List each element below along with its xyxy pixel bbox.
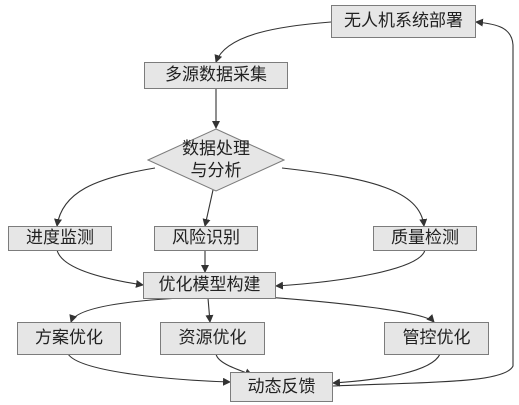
node-plan-label: 方案优化 [35, 328, 103, 348]
node-resource: 资源优化 [160, 322, 265, 355]
edge-model-to-plan [69, 297, 181, 323]
node-deploy-label: 无人机系统部署 [344, 11, 463, 31]
node-collect: 多源数据采集 [144, 62, 288, 89]
node-process: 数据处理 与分析 [147, 128, 285, 192]
node-process-diamond [147, 128, 285, 192]
node-model-label: 优化模型构建 [158, 275, 261, 295]
edge-deploy-to-collect [214, 21, 332, 63]
node-collect-label: 多源数据采集 [165, 65, 267, 85]
edge-model-to-control [251, 295, 435, 323]
edge-plan-to-feedback [67, 353, 231, 386]
node-control-label: 管控优化 [402, 328, 471, 348]
node-deploy: 无人机系统部署 [331, 5, 476, 38]
node-process-label-line2: 与分析 [190, 161, 242, 181]
node-process-label-line1: 数据处理 [182, 139, 250, 159]
node-progress: 进度监测 [8, 226, 112, 251]
node-resource-label: 资源优化 [178, 328, 247, 348]
node-quality: 质量检测 [373, 226, 477, 251]
node-control: 管控优化 [384, 322, 489, 355]
node-feedback-label: 动态反馈 [247, 376, 316, 397]
edge-model-to-resource [205, 297, 214, 323]
edge-process-to-risk [202, 189, 214, 227]
node-model: 优化模型构建 [143, 272, 276, 299]
edge-process-to-quality [281, 167, 428, 227]
node-quality-label: 质量检测 [391, 228, 459, 248]
node-feedback: 动态反馈 [230, 372, 333, 402]
edge-process-to-progress [54, 167, 156, 227]
node-plan: 方案优化 [17, 322, 121, 355]
node-progress-label: 进度监测 [26, 228, 94, 248]
edge-quality-to-model [275, 249, 426, 290]
edge-control-to-feedback [332, 353, 441, 387]
edge-progress-to-model [56, 249, 144, 288]
edge-feedback-to-deploy [332, 18, 514, 387]
node-risk-label: 风险识别 [172, 228, 240, 248]
node-process-text: 数据处理 与分析 [182, 138, 250, 182]
node-risk: 风险识别 [154, 226, 258, 251]
